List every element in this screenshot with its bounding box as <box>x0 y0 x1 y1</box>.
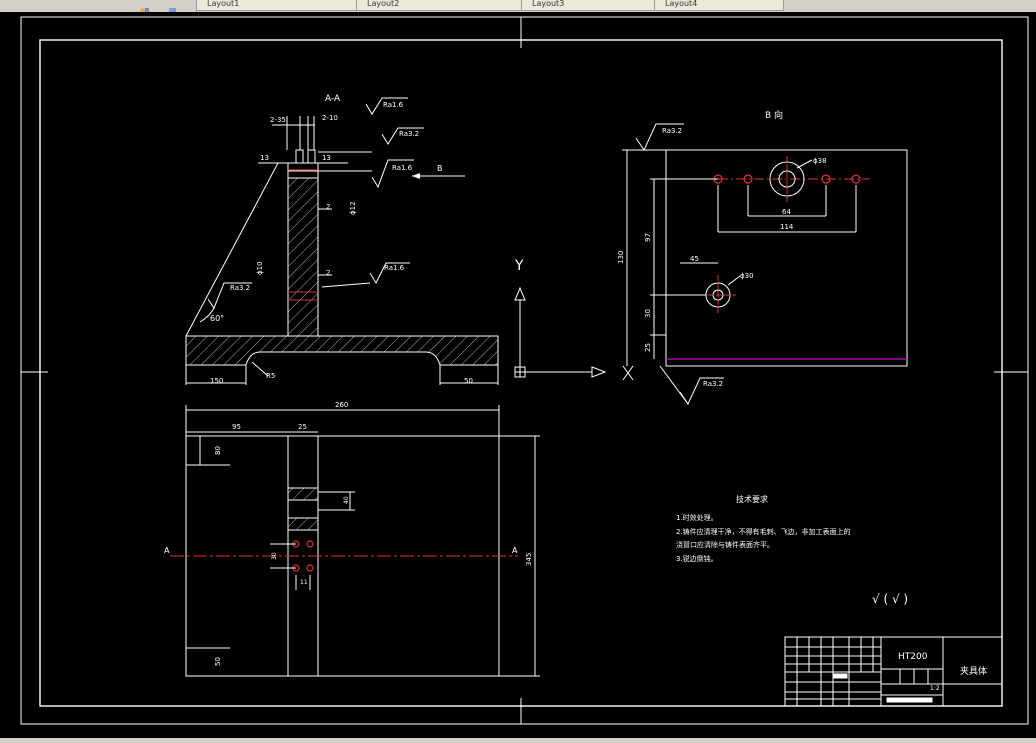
dimension-text: 2 <box>326 203 330 211</box>
scale-label: 1:2 <box>930 685 940 692</box>
tech-line-2: 2.铸件应清理干净，不得有毛刺、飞边，非加工表面上的 <box>676 527 851 536</box>
dimension-text: 13 <box>322 154 331 162</box>
outer-frame <box>20 16 1029 725</box>
dimension-text: Ra1.6 <box>384 264 405 272</box>
dimension-text: 50 <box>214 657 222 666</box>
bottom-status-strip <box>0 738 1036 743</box>
drawing-canvas[interactable]: A-A 2-35 2-10 13 13 2 2 <box>0 12 1036 738</box>
dimension-text: 97 <box>644 233 652 242</box>
dimension-text: 30 <box>271 552 278 560</box>
dimension-text: 25 <box>298 423 307 431</box>
section-view-aa: A-A 2-35 2-10 13 13 2 2 <box>185 94 499 385</box>
dimension-text: R5 <box>266 372 275 380</box>
dimension-text: Ra1.6 <box>383 101 404 109</box>
drawing-svg: A-A 2-35 2-10 13 13 2 2 <box>20 16 1029 725</box>
dimension-text: 64 <box>782 208 791 216</box>
dimension-text: 45 <box>690 255 699 263</box>
center-marks <box>21 17 1028 724</box>
dimension-text: 2-35 <box>270 116 286 124</box>
dimension-text: ϕ12 <box>349 201 357 215</box>
dimension-text: 40 <box>343 496 350 504</box>
tab-layout4[interactable]: Layout4 <box>654 0 784 11</box>
dimension-text: 130 <box>617 251 625 264</box>
dimension-text: 2 <box>326 269 330 277</box>
dimension-text: Ra3.2 <box>662 127 682 135</box>
part-name-label: 夹具体 <box>960 665 987 677</box>
dimension-text: 345 <box>525 553 533 566</box>
layout-tab-bar: Layout1 Layout2 Layout3 Layout4 <box>0 0 1036 14</box>
view-b-label: B 向 <box>765 109 783 121</box>
dimension-text: 60° <box>210 314 224 323</box>
dimension-text: Ra3.2 <box>703 380 723 388</box>
dimension-text: Ra1.6 <box>392 164 413 172</box>
web-hatch <box>287 177 319 337</box>
dimension-text: Ra3.2 <box>399 130 419 138</box>
general-roughness: √ ( √ ) <box>872 592 908 606</box>
section-marker-right: A <box>512 546 518 555</box>
tech-title: 技术要求 <box>736 494 768 504</box>
tech-line-3: 浇冒口应清除与铸件表面齐平。 <box>676 540 774 549</box>
section-label: A-A <box>325 94 341 104</box>
dimension-text: B <box>437 164 443 173</box>
inner-frame <box>39 39 1003 707</box>
dimension-text: ϕ10 <box>256 261 264 275</box>
material-label: HT200 <box>898 652 928 662</box>
view-b: B 向 64 114 ϕ38 ϕ30 45 <box>617 109 908 406</box>
layout-list-icon[interactable] <box>168 0 177 14</box>
title-block <box>784 636 1003 707</box>
dimension-text: ϕ30 <box>740 272 754 280</box>
dimension-text: 114 <box>780 223 794 231</box>
dimension-text: 13 <box>260 154 269 162</box>
tech-line-4: 3.锐边倒钝。 <box>676 554 718 563</box>
dimension-text: 25 <box>644 343 652 352</box>
dimension-text: 150 <box>210 377 223 385</box>
dimension-text: 11 <box>300 579 308 586</box>
base-hatch <box>185 335 499 366</box>
dimension-text: ϕ38 <box>813 157 827 165</box>
ucs-icon: Y <box>514 258 634 381</box>
dimension-text: 2-10 <box>322 114 338 122</box>
dimension-text: Y <box>514 258 524 274</box>
top-view: A A 260 95 25 80 50 40 30 11 <box>164 401 540 677</box>
dimension-text: 30 <box>644 309 652 318</box>
tech-line-1: 1.时效处理。 <box>676 513 718 522</box>
dimension-text: 80 <box>214 446 222 455</box>
layout-nav-icon[interactable] <box>140 0 149 14</box>
dimension-text: Ra3.2 <box>230 284 250 292</box>
tab-layout1[interactable]: Layout1 <box>196 0 362 11</box>
tab-layout2[interactable]: Layout2 <box>356 0 528 11</box>
tab-layout3[interactable]: Layout3 <box>521 0 661 11</box>
dimension-text: 50 <box>464 377 473 385</box>
dimension-text: 95 <box>232 423 241 431</box>
tech-requirements: 技术要求 1.时效处理。 2.铸件应清理干净，不得有毛刺、飞边，非加工表面上的 … <box>676 494 851 563</box>
dimension-text: 260 <box>335 401 348 409</box>
section-marker-left: A <box>164 546 170 555</box>
